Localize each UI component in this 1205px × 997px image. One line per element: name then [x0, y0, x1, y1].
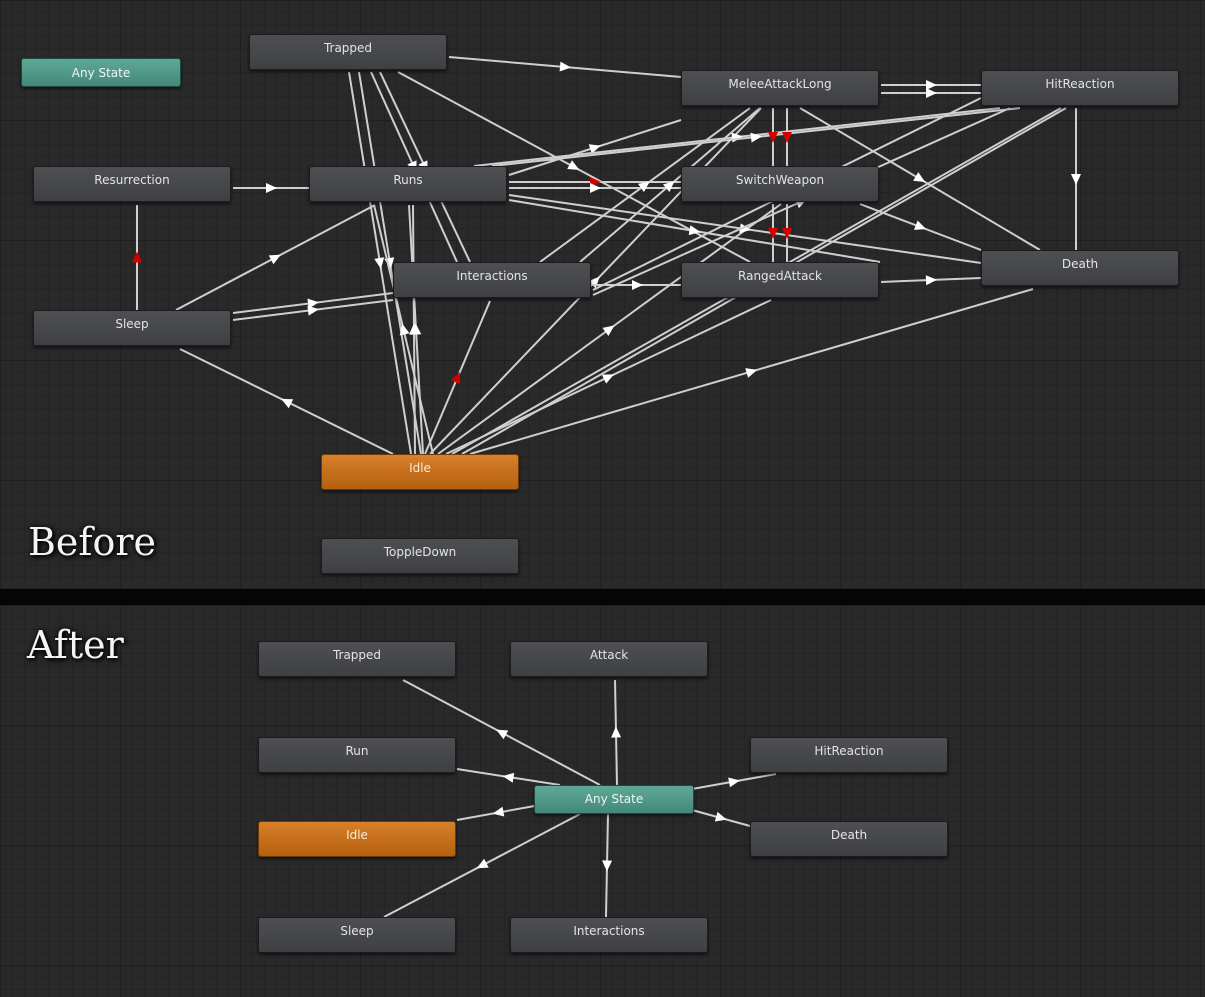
state-ranged-attack[interactable]: RangedAttack	[681, 262, 879, 298]
transition-arrow	[567, 160, 580, 170]
before-graph-panel[interactable]: Any State Trapped MeleeAttackLong HitRea…	[0, 0, 1205, 589]
state-interactions[interactable]: Interactions	[393, 262, 591, 298]
after-transition-lines	[383, 679, 777, 918]
transition-arrow	[601, 374, 614, 384]
state-runs[interactable]: Runs	[309, 166, 507, 202]
transition-arrow	[588, 144, 601, 154]
state-idle-default[interactable]: Idle	[258, 821, 456, 857]
state-interactions[interactable]: Interactions	[510, 917, 708, 953]
transition-arrow	[926, 80, 937, 90]
transition-arrow	[476, 858, 489, 869]
transition-arrow	[374, 257, 385, 269]
transition-arrow	[281, 398, 294, 409]
state-sleep[interactable]: Sleep	[33, 310, 231, 346]
before-transition-lines	[132, 56, 1081, 455]
transition-arrow	[714, 811, 727, 822]
transition-arrow	[926, 88, 937, 98]
transition-arrow	[768, 132, 778, 143]
transition-arrow	[662, 181, 675, 193]
state-melee-attack-long[interactable]: MeleeAttackLong	[681, 70, 879, 106]
transition-arrow	[559, 61, 571, 72]
transition-arrow	[588, 276, 600, 289]
transition-arrow	[399, 323, 410, 336]
transition-arrow	[502, 772, 515, 783]
transition-arrow	[739, 223, 751, 234]
transition-arrow	[782, 132, 792, 143]
state-any-state[interactable]: Any State	[21, 58, 181, 87]
state-death[interactable]: Death	[981, 250, 1179, 286]
transition-arrow	[768, 228, 778, 239]
transition-arrow	[602, 860, 613, 872]
state-sleep[interactable]: Sleep	[258, 917, 456, 953]
transition-arrow	[409, 323, 420, 335]
transition-arrow	[782, 228, 792, 239]
transition-arrow	[590, 183, 601, 193]
panel-divider	[0, 589, 1205, 605]
transition-arrow	[638, 181, 650, 192]
state-resurrection[interactable]: Resurrection	[33, 166, 231, 202]
transition-arrow	[266, 183, 277, 193]
transition-arrow	[914, 220, 927, 230]
state-hit-reaction[interactable]: HitReaction	[981, 70, 1179, 106]
transition-arrow	[307, 298, 319, 309]
state-death[interactable]: Death	[750, 821, 948, 857]
state-switch-weapon[interactable]: SwitchWeapon	[681, 166, 879, 202]
state-any-state[interactable]: Any State	[534, 785, 694, 814]
transition-arrow	[688, 225, 701, 236]
state-topple-down[interactable]: ToppleDown	[321, 538, 519, 574]
state-attack[interactable]: Attack	[510, 641, 708, 677]
transition-arrow	[268, 254, 281, 265]
after-caption: After	[27, 623, 124, 667]
transition-arrow	[602, 325, 615, 336]
state-trapped[interactable]: Trapped	[249, 34, 447, 70]
state-run[interactable]: Run	[258, 737, 456, 773]
transition-arrow	[492, 806, 505, 817]
transition-arrow	[925, 275, 937, 286]
transition-arrow	[745, 368, 758, 378]
transition-arrow	[496, 729, 509, 740]
transition-arrow	[728, 777, 740, 788]
transition-arrow	[307, 305, 319, 316]
transition-arrow	[1071, 174, 1081, 185]
state-idle-default[interactable]: Idle	[321, 454, 519, 490]
state-trapped[interactable]: Trapped	[258, 641, 456, 677]
state-hit-reaction[interactable]: HitReaction	[750, 737, 948, 773]
transition-arrow	[611, 726, 622, 738]
transition-arrow	[132, 251, 142, 263]
transition-arrow	[750, 132, 762, 143]
after-graph-panel[interactable]: Trapped Attack Run HitReaction Any State…	[0, 605, 1205, 997]
transition-arrow	[450, 371, 461, 385]
before-caption: Before	[28, 520, 157, 564]
transition-arrow	[913, 172, 926, 183]
transition-arrow	[632, 280, 643, 290]
